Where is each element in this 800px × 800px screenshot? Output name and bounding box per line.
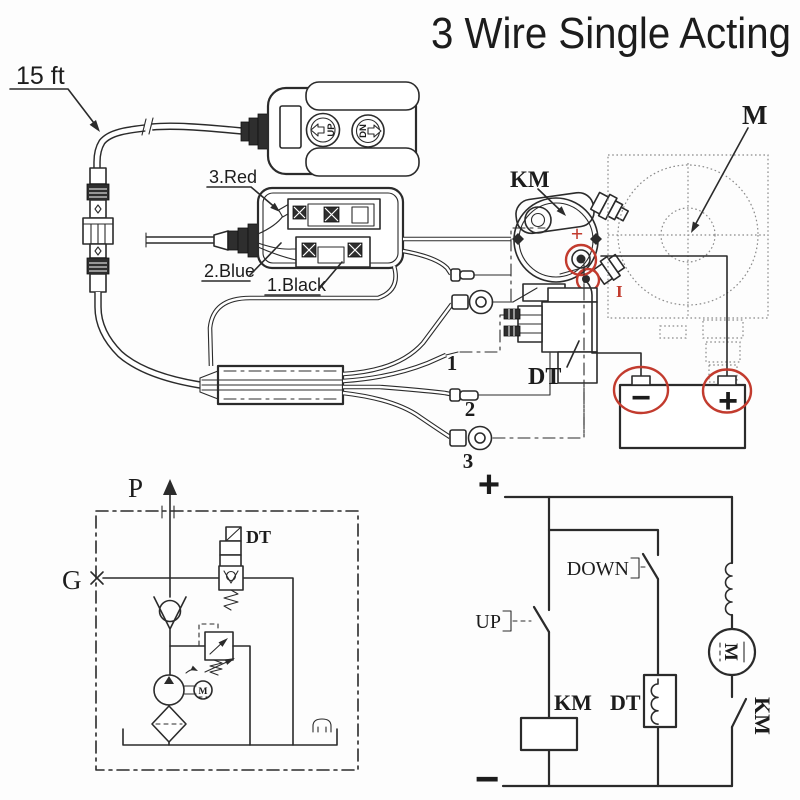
down-arrow-icon <box>367 124 382 138</box>
down-switch-label: DOWN <box>567 558 629 580</box>
svg-text:2.Blue: 2.Blue <box>204 261 255 281</box>
up-arrow-icon <box>310 123 325 137</box>
dn-button: DN <box>351 114 385 148</box>
page-title: 3 Wire Single Acting <box>431 9 791 58</box>
remote-pendant: UP DN <box>240 81 420 177</box>
pendant-junction-box <box>145 186 405 367</box>
km-coil <box>519 716 579 752</box>
cable-length-callout: 15 ft <box>9 62 100 132</box>
pendant-window <box>279 105 302 149</box>
schematic-positive: + <box>478 464 500 506</box>
km-switch-label: KM <box>750 697 775 735</box>
remote-cable <box>93 117 243 170</box>
km-terminal-circle-1 <box>564 243 598 277</box>
ring-terminal-top <box>342 287 538 377</box>
battery-negative: − <box>631 379 651 417</box>
arrowhead-icon <box>691 221 700 233</box>
wire-2: 2 <box>343 352 551 421</box>
motor-label: M <box>742 100 767 130</box>
km-stud-upper <box>589 191 630 222</box>
positive-terminal-circle <box>701 368 753 414</box>
wire-loom <box>199 364 345 406</box>
svg-text:3.Red: 3.Red <box>209 167 257 187</box>
harness-output-wires: 1 2 3 <box>342 227 585 473</box>
wire-3: 3 <box>342 262 585 473</box>
port-p-label: P <box>128 473 143 503</box>
arrowhead-icon <box>89 120 100 132</box>
cable-length-label: 15 ft <box>16 62 65 90</box>
dt-label-callout: DT <box>528 340 580 390</box>
wire-label-red: 3.Red <box>206 167 280 212</box>
hydraulic-dt-label: DT <box>246 527 271 547</box>
wire-2-label: 2 <box>465 397 476 421</box>
motor-outline <box>607 154 769 383</box>
up-switch-label: UP <box>475 611 501 633</box>
electrical-schematic: + − UP KM DOWN DT M KM <box>475 464 775 800</box>
wire-1: 1 <box>342 314 505 384</box>
arrowhead-icon <box>270 202 280 212</box>
pump-motor: M <box>153 665 213 706</box>
wire-label-black: 1.Black <box>264 261 343 296</box>
hydraulic-dt-valve: DT <box>218 526 271 611</box>
dt-solenoid <box>503 262 598 439</box>
up-button: UP <box>305 112 341 148</box>
km-label-callout: KM <box>510 167 566 216</box>
dn-button-label: DN <box>358 124 369 138</box>
dt-coil-label: DT <box>610 690 641 715</box>
dt-label: DT <box>528 364 561 390</box>
schematic-negative: − <box>475 755 500 800</box>
km-plus-mark: + <box>571 221 584 246</box>
wire-label-blue: 2.Blue <box>201 242 282 282</box>
schematic-motor-label: M <box>720 643 741 661</box>
hydraulic-schematic: P G DT <box>62 473 359 771</box>
wire-1-label: 1 <box>447 351 458 375</box>
arrowhead-icon <box>556 206 566 216</box>
negative-terminal-circle <box>612 365 670 415</box>
pump-motor-label: M <box>199 687 208 697</box>
up-button-label: UP <box>326 123 337 137</box>
km-stud-lower <box>593 253 626 286</box>
wire-3-label: 3 <box>463 449 474 473</box>
svg-text:1.Black: 1.Black <box>267 275 327 295</box>
dt-coil <box>642 673 678 729</box>
km-contactor: + I <box>512 191 630 302</box>
km-label: KM <box>510 167 550 192</box>
relief-valve <box>169 623 251 746</box>
battery-positive: + <box>718 382 738 420</box>
inline-connector <box>82 167 201 389</box>
red-mark: I <box>616 282 623 301</box>
km-coil-label: KM <box>554 690 592 715</box>
port-g-label: G <box>62 565 82 595</box>
battery: − + <box>586 255 753 450</box>
motor-label-callout: M <box>691 100 767 233</box>
